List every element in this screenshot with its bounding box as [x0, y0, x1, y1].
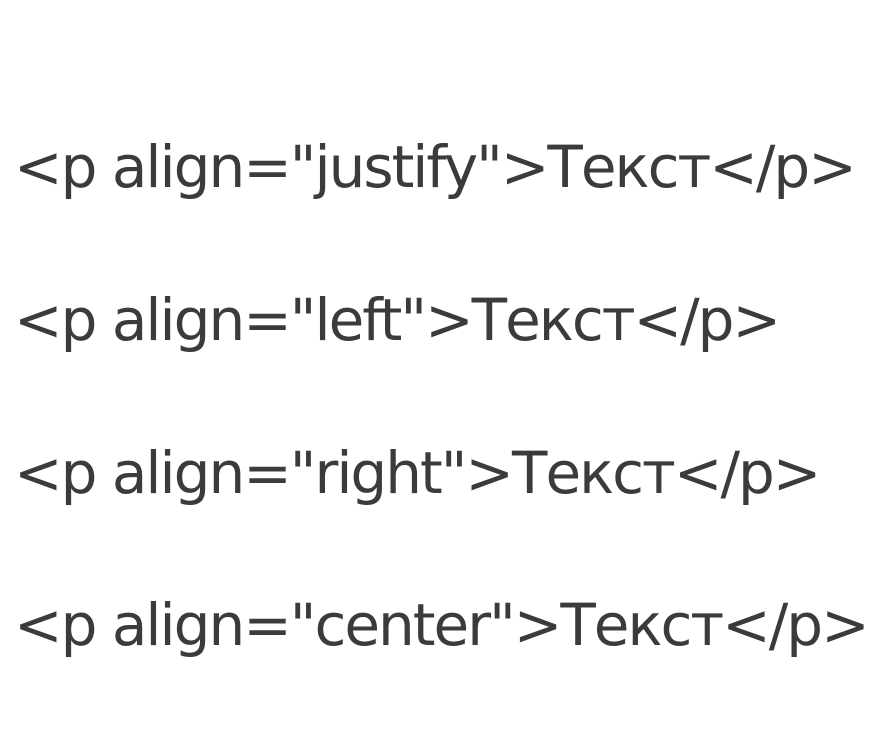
code-line-center: <p align="center">Текст</p> — [14, 591, 870, 659]
code-line-justify: <p align="justify">Текст</p> — [14, 133, 857, 201]
code-line-right: <p align="right">Текст</p> — [14, 439, 821, 507]
code-line-left: <p align="left">Текст</p> — [14, 286, 781, 354]
code-snippet-list: <p align="justify">Текст</p> <p align="l… — [14, 0, 870, 747]
